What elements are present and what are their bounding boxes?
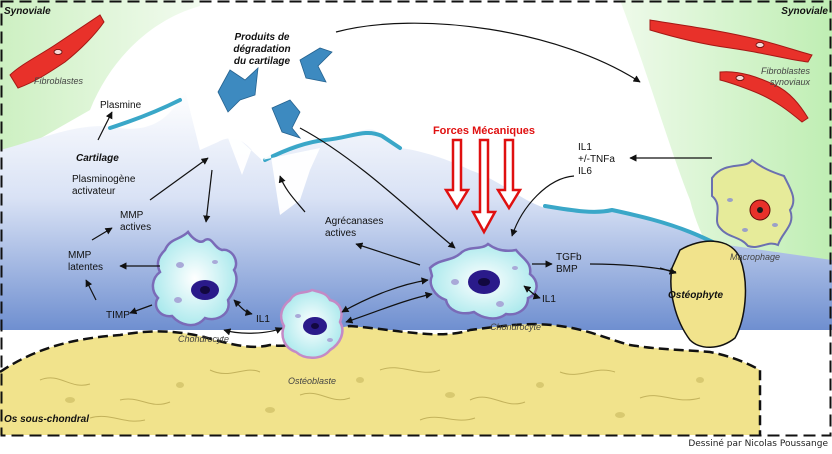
fibroblastes-synoviaux-label-2: synoviaux [770,77,811,87]
bone-texture [39,367,701,422]
osteoblast-cell [279,288,344,359]
timp-label: TIMP [106,310,130,321]
chondrocyte-right-label: Chondrocyte [490,322,541,332]
mmp-actives-label-1: MMP [120,210,144,221]
subchondral-bone [0,324,760,435]
osteophyte-shape [670,240,747,348]
synovium-left [0,0,200,160]
il1-top-label: IL1 [578,142,592,153]
produits-label-2: dégradation [233,44,290,55]
produits-label-3: du cartilage [234,56,291,67]
il1-left-label: IL1 [256,314,270,325]
agrecanases-label-2: actives [325,228,356,239]
plasminogene-label-2: activateur [72,186,116,197]
mmp-latentes-label-1: MMP [68,250,92,261]
fibroblastes-synoviaux-label-1: Fibroblastes [761,66,811,76]
macrophage-label: Macrophage [730,252,780,262]
os-sous-chondral-label: Os sous-chondral [4,414,89,425]
chondrocyte-left-cell [151,230,238,327]
plasmine-label: Plasmine [100,100,142,111]
fibroblastes-label: Fibroblastes [34,76,84,86]
diagram-border [0,0,832,437]
bone-outline [0,322,762,435]
cartilage-surface [108,98,724,248]
cartilage-fissure [185,90,320,215]
produits-label-1: Produits de [234,32,289,43]
credit-label: Dessiné par Nicolas Poussange [688,438,828,449]
chondrocyte-left-label: Chondrocyte [178,334,229,344]
cartilage-label: Cartilage [76,153,119,164]
chondrocyte-right-cell [428,242,538,320]
plasminogene-label-1: Plasminogène [72,174,136,185]
tgfb-label: TGFb [556,252,582,263]
cartilage-fragments [217,47,333,139]
macrophage-cell [711,158,795,248]
bmp-label: BMP [556,264,578,275]
force-arrows [443,138,523,235]
arrows [85,22,712,336]
fibroblast-right-2 [719,71,809,123]
bone-pores [65,377,704,418]
osteoblaste-label: Ostéoblaste [288,376,336,386]
synoviale-right-label: Synoviale [781,6,828,17]
il6-label: IL6 [578,166,592,177]
mmp-latentes-label-2: latentes [68,262,103,273]
il1-right-label: IL1 [542,294,556,305]
mmp-actives-label-2: actives [120,222,151,233]
osteophyte-label: Ostéophyte [668,290,723,301]
agrecanases-label-1: Agrécanases [325,216,383,227]
synoviale-left-label: Synoviale [4,6,51,17]
fibroblast-right-1 [649,19,813,63]
tnfa-label: +/-TNFa [578,154,615,165]
fibroblast-left [9,14,105,89]
forces-label: Forces Mécaniques [433,125,535,137]
